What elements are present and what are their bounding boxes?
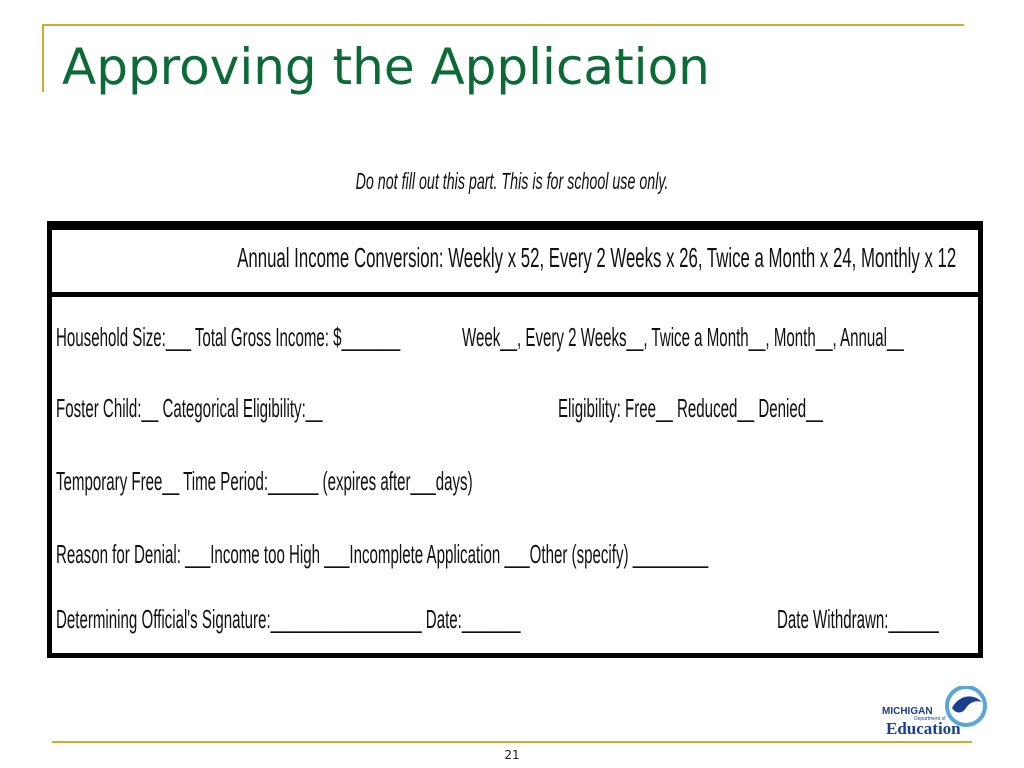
income-conversion-header: Annual Income Conversion: Weekly x 52, E… xyxy=(237,242,957,273)
top-gold-rule xyxy=(42,24,964,26)
household-row-left: Household Size:___ Total Gross Income: $… xyxy=(56,322,401,352)
michigan-education-logo: MICHIGAN Department of Education xyxy=(882,686,987,738)
household-row-right: Week__, Every 2 Weeks__, Twice a Month__… xyxy=(462,322,904,352)
slide-title: Approving the Application xyxy=(62,38,710,96)
logo-education-text: Education xyxy=(886,719,961,738)
foster-row-right: Eligibility: Free__ Reduced__ Denied__ xyxy=(558,393,823,423)
logo-swoosh xyxy=(952,696,982,713)
temporary-row: Temporary Free__ Time Period:______ (exp… xyxy=(56,466,473,496)
logo-michigan-text: MICHIGAN xyxy=(882,706,933,717)
page-number: 21 xyxy=(504,748,520,762)
bottom-gold-rule xyxy=(52,741,972,743)
form-header: Annual Income Conversion: Weekly x 52, E… xyxy=(52,226,978,297)
signature-row-right: Date Withdrawn:______ xyxy=(777,604,939,634)
logo-department-text: Department of xyxy=(914,716,946,722)
denial-row: Reason for Denial: ___Income too High __… xyxy=(56,539,709,569)
left-gold-rule xyxy=(42,24,44,92)
logo-ring xyxy=(945,686,987,727)
foster-row-left: Foster Child:__ Categorical Eligibility:… xyxy=(56,393,323,423)
form-note: Do not fill out this part. This is for s… xyxy=(355,168,669,194)
signature-row-left: Determining Official's Signature:_______… xyxy=(56,604,521,634)
school-use-form: Annual Income Conversion: Weekly x 52, E… xyxy=(47,221,983,658)
